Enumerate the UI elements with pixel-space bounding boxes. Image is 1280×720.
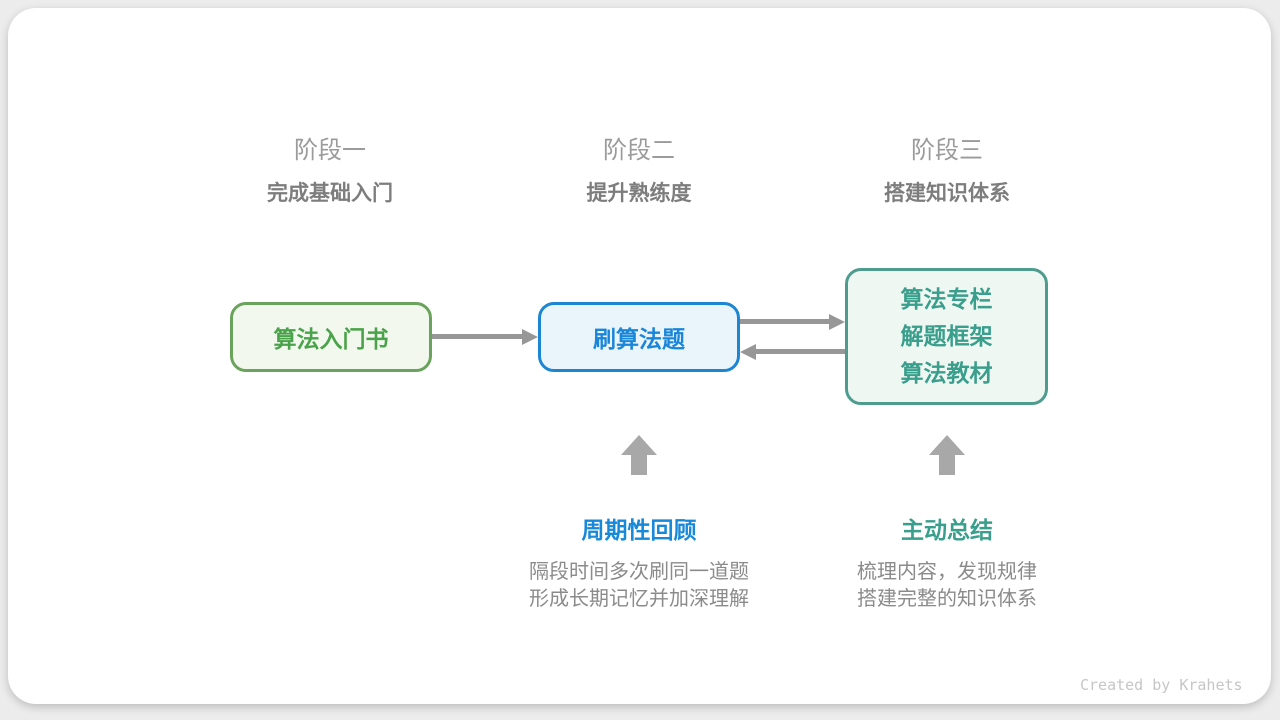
stage-3-label: 阶段三 (911, 137, 983, 164)
stage-2-subtitle: 提升熟练度 (586, 182, 692, 205)
node-practice-label: 刷算法题 (593, 326, 685, 352)
arrow-head (740, 344, 756, 360)
node-practice: 刷算法题 (538, 302, 740, 372)
node-resources-line: 算法教材 (900, 360, 993, 386)
arrow-head (522, 329, 538, 345)
arrow-shaft (740, 319, 831, 324)
arrow-up-icon (621, 435, 657, 475)
review-desc-line-2: 形成长期记忆并加深理解 (529, 588, 749, 610)
stage-1-label: 阶段一 (294, 137, 366, 164)
node-resources: 算法专栏 解题框架 算法教材 (845, 268, 1048, 405)
summarize-title: 主动总结 (901, 517, 993, 543)
stage-2-label: 阶段二 (603, 137, 675, 164)
arrow-left-icon (740, 344, 845, 360)
review-desc-line-1: 隔段时间多次刷同一道题 (529, 561, 749, 583)
node-intro-book-label: 算法入门书 (273, 326, 389, 352)
footer-credit: Created by Krahets (1080, 676, 1243, 694)
node-resources-line: 解题框架 (900, 323, 993, 349)
arrow-shaft (432, 334, 524, 339)
stage-1-subtitle: 完成基础入门 (267, 182, 393, 205)
summarize-desc-line-2: 搭建完整的知识体系 (857, 588, 1037, 610)
arrow-right-icon (740, 314, 845, 330)
review-title: 周期性回顾 (581, 517, 697, 543)
node-intro-book: 算法入门书 (230, 302, 432, 372)
arrow-shaft (754, 349, 845, 354)
arrow-right-icon (432, 329, 538, 345)
summarize-desc-line-1: 梳理内容，发现规律 (857, 561, 1037, 583)
stage-3-subtitle: 搭建知识体系 (884, 182, 1010, 205)
arrow-head (829, 314, 845, 330)
arrow-up-icon (929, 435, 965, 475)
node-resources-line: 算法专栏 (900, 286, 993, 312)
